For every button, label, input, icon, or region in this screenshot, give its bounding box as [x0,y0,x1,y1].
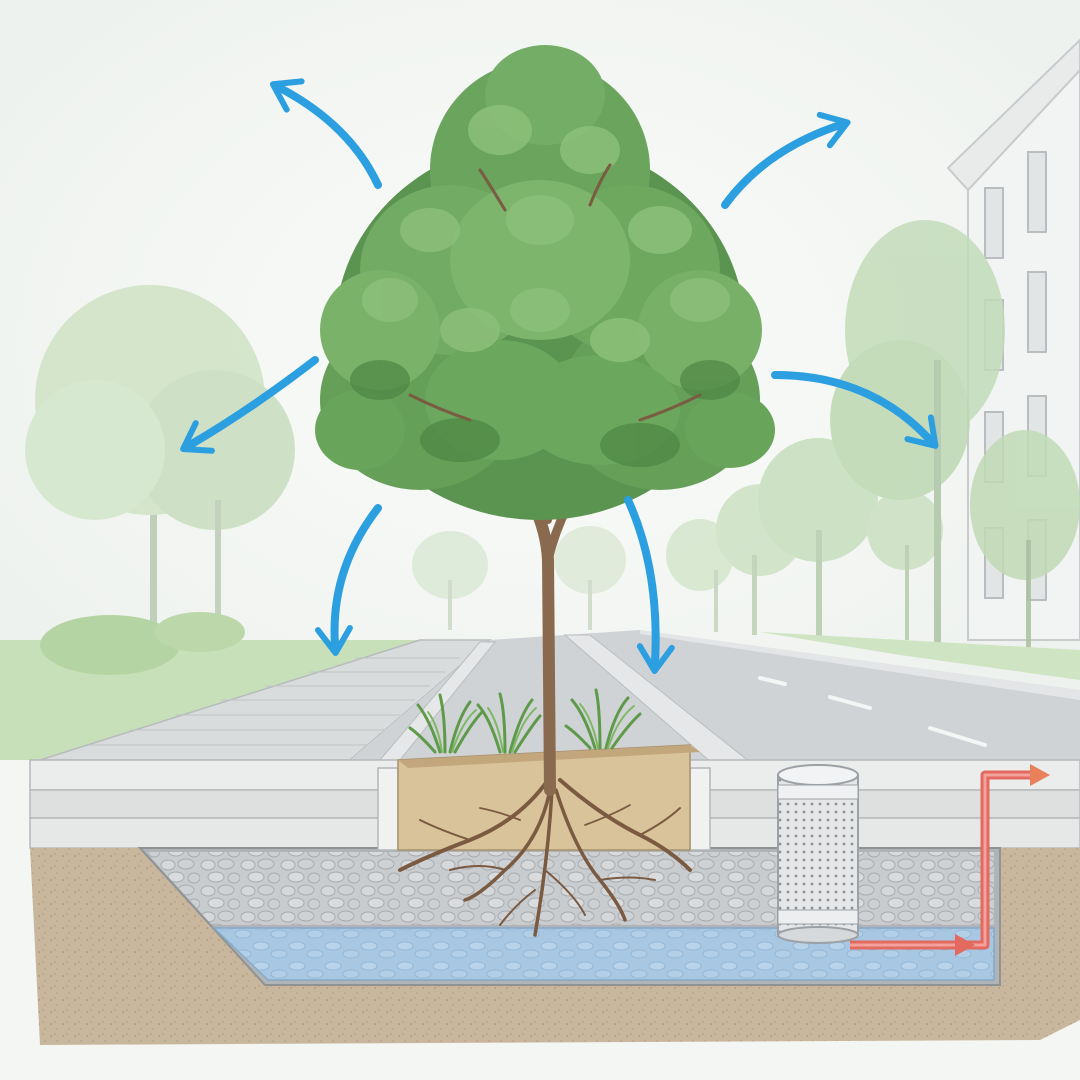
background-trees [25,220,1080,665]
arrow-up-left [269,78,382,189]
arrow-left [180,356,319,454]
dispersal-arrows [180,78,939,674]
tree-canopy [315,45,775,520]
road [350,630,1080,790]
outflow-pipe-arrow [850,764,1050,956]
planter-grasses [408,688,642,754]
gravel-layer [146,852,994,925]
arrow-up-right [721,111,851,209]
arrow-down-right [624,496,675,674]
filter-inlet [777,764,859,944]
arrow-right [771,371,939,449]
water-storage-layer [212,927,995,981]
tree-roots [398,778,692,937]
arrow-down-left [314,504,382,656]
grass-right [760,632,1080,680]
